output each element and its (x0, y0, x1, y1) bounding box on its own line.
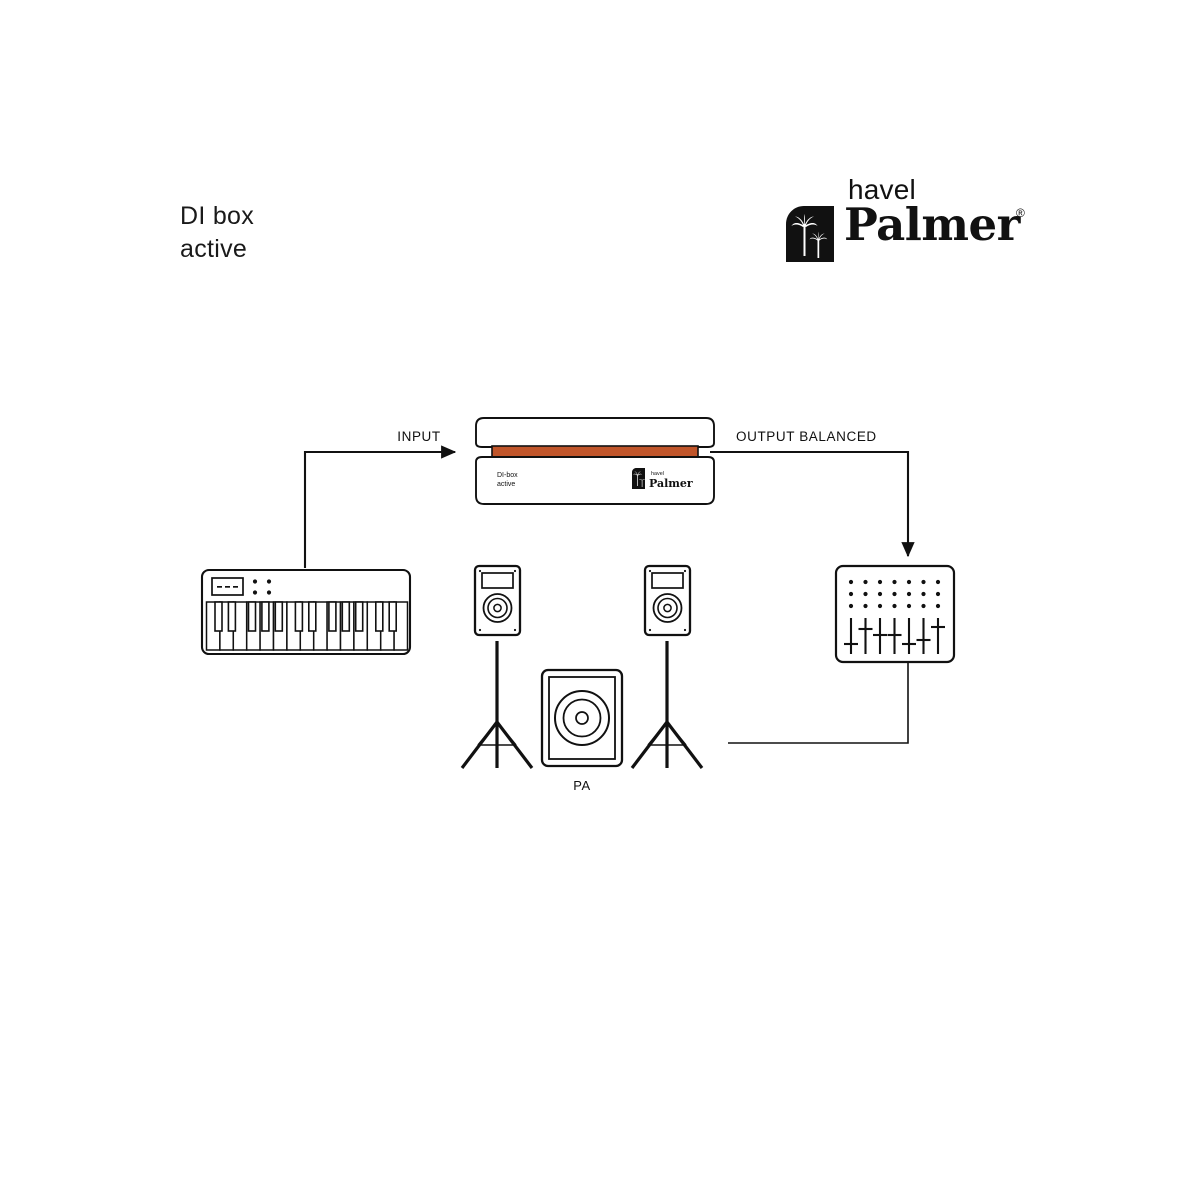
output-cable: OUTPUT BALANCED (710, 429, 915, 558)
keyboard-display-segments (217, 586, 238, 588)
di-box-accent-band (491, 445, 699, 458)
pa-return-cable-path (728, 662, 909, 744)
speaker-right[interactable] (630, 564, 704, 769)
brand-logo: havel Palmer ® (786, 176, 1036, 262)
speaker-left-screws (478, 569, 517, 632)
di-box-palm-icon (632, 468, 645, 489)
brand-name: Palmer (844, 198, 1020, 251)
speaker-left[interactable] (460, 564, 534, 769)
speaker-right-woofer-dustcap (663, 603, 672, 613)
palm-trees-icon (786, 206, 834, 262)
di-box-label-line-2: active (497, 481, 515, 488)
mixer-knob-grid[interactable] (848, 579, 941, 609)
keyboard-knobs[interactable] (252, 579, 272, 595)
page-title-line-2: active (180, 235, 248, 263)
di-box-logo-sub-name: havel (651, 471, 664, 477)
di-box-device[interactable]: DI-box active havel Palmer (475, 417, 715, 505)
speaker-left-woofer-dustcap (493, 603, 502, 613)
di-box-bottom-shell (475, 456, 715, 505)
speaker-right-screws (648, 569, 687, 632)
di-box-label-line-1: DI-box (497, 472, 518, 479)
pa-return-cable (728, 662, 909, 744)
input-cable-label: INPUT (397, 429, 441, 444)
speaker-left-stand (460, 641, 534, 769)
di-box-logo-name: Palmer (649, 477, 693, 490)
pa-subwoofer[interactable]: PA (540, 668, 624, 793)
page-title-line-1: DI box (180, 202, 255, 230)
speaker-right-stand (630, 641, 704, 769)
input-cable: INPUT (303, 429, 457, 568)
di-box-top-shell (475, 417, 715, 448)
speaker-left-tweeter (481, 572, 514, 589)
pa-label: PA (573, 778, 591, 793)
mixer-fader-caps[interactable] (844, 625, 945, 646)
keyboard-device[interactable] (200, 568, 412, 656)
brand-sub-name: havel (848, 174, 916, 205)
keyboard-black-keys[interactable] (214, 601, 398, 632)
output-cable-path (710, 450, 915, 558)
speaker-right-tweeter (651, 572, 684, 589)
registered-mark-icon: ® (1016, 206, 1025, 220)
mixer-device[interactable] (834, 564, 956, 664)
input-cable-path (303, 445, 457, 568)
output-cable-label: OUTPUT BALANCED (736, 429, 877, 444)
di-box-brand-logo: havel Palmer (632, 468, 693, 490)
page-title: DI box active (180, 200, 254, 266)
pa-woofer-dustcap (575, 711, 589, 725)
